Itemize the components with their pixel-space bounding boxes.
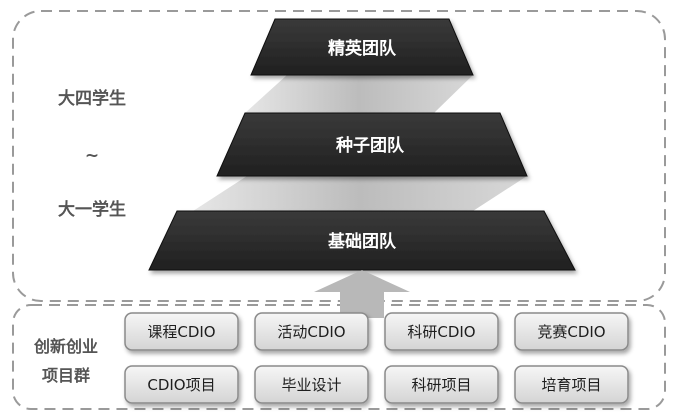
project-box-cdio-project: CDIO项目 [124,365,239,404]
tier-seed-label: 种子团队 [335,135,405,156]
project-label: 培育项目 [541,376,601,394]
project-box-course-cdio: 课程CDIO [124,312,239,351]
project-box-graduation-design: 毕业设计 [254,365,369,404]
team-area-frame [12,10,666,302]
project-box-competition-cdio: 竞赛CDIO [514,312,629,351]
freshman-student-label: 大一学生 [58,199,126,220]
project-group-label-line2: 项目群 [42,366,90,385]
tier-elite-label: 精英团队 [328,38,397,59]
project-label: 竞赛CDIO [537,323,605,341]
project-label: CDIO项目 [147,376,215,394]
tier-seed: 种子团队 [216,112,528,177]
tier-base-label: 基础团队 [327,231,397,252]
up-arrow [314,270,410,318]
senior-student-label: 大四学生 [58,88,126,109]
project-label: 科研CDIO [407,323,475,341]
project-label: 科研项目 [411,376,471,394]
range-tilde: ~ [85,146,99,166]
connector-top [245,75,473,113]
tier-elite: 精英团队 [250,18,474,76]
tier-base: 基础团队 [148,210,576,271]
project-label: 课程CDIO [147,323,215,341]
project-label: 活动CDIO [277,323,345,341]
connector-middle [193,176,527,211]
project-label: 毕业设计 [281,376,341,394]
project-box-research-project: 科研项目 [384,365,499,404]
project-box-activity-cdio: 活动CDIO [254,312,369,351]
project-group-label-line1: 创新创业 [33,337,98,356]
project-area-frame [12,304,666,410]
project-box-incubation-project: 培育项目 [514,365,629,404]
project-box-research-cdio: 科研CDIO [384,312,499,351]
